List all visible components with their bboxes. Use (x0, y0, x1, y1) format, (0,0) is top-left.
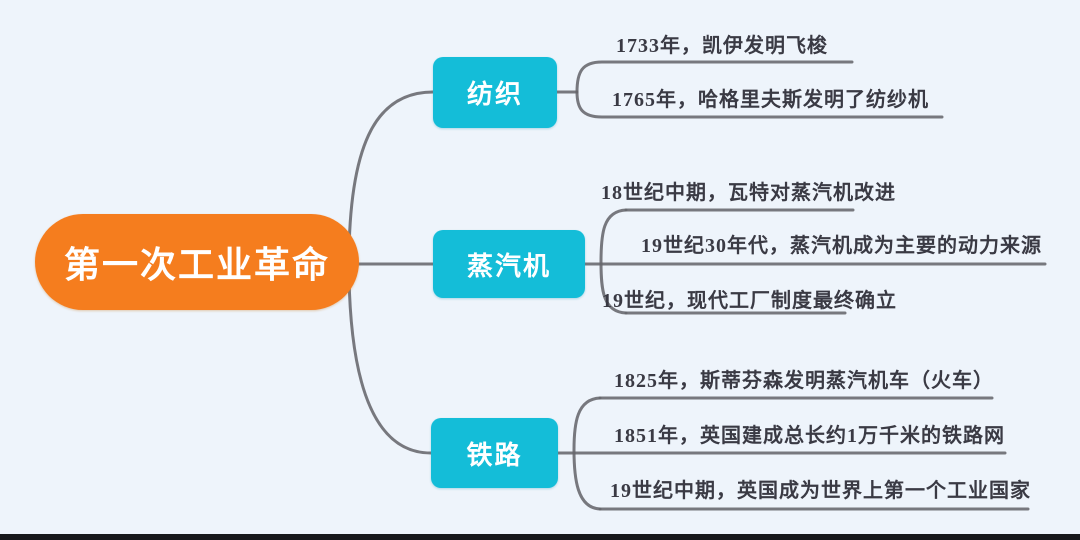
leaf-item-railway-2: 1851年，英国建成总长约1万千米的铁路网 (614, 425, 1005, 447)
bracket-steam (599, 208, 628, 315)
branch-label-textile: 纺织 (466, 79, 523, 109)
leaf-item-textile-1: 1733年，凯伊发明飞梭 (616, 35, 828, 57)
leaf-item-steam-2: 19世纪30年代，蒸汽机成为主要的动力来源 (641, 235, 1042, 257)
underline-textile-item1 (575, 60, 854, 94)
bracket-railway (572, 396, 602, 511)
leaf-item-railway-1: 1825年，斯蒂芬森发明蒸汽机车（火车） (614, 370, 994, 392)
branch-node-steam: 蒸汽机 (433, 230, 585, 298)
leaf-item-steam-3: 19世纪，现代工厂制度最终确立 (602, 290, 897, 312)
connector-root-to-textile (347, 90, 435, 254)
connector-root-to-railway (347, 274, 433, 455)
leaf-item-steam-1: 18世纪中期，瓦特对蒸汽机改进 (601, 182, 896, 204)
branch-label-railway: 铁路 (466, 439, 523, 470)
root-node-label: 第一次工业革命 (63, 244, 330, 285)
bottom-edge-bar (0, 534, 1080, 540)
branch-node-railway: 铁路 (431, 418, 558, 488)
leaf-item-railway-3: 19世纪中期，英国成为世界上第一个工业国家 (610, 480, 1031, 502)
branch-label-steam: 蒸汽机 (466, 250, 551, 281)
root-node: 第一次工业革命 (35, 214, 359, 310)
branch-node-textile: 纺织 (433, 57, 557, 128)
underline-textile-item2 (575, 90, 944, 119)
leaf-item-textile-2: 1765年，哈格里夫斯发明了纺纱机 (612, 89, 929, 111)
